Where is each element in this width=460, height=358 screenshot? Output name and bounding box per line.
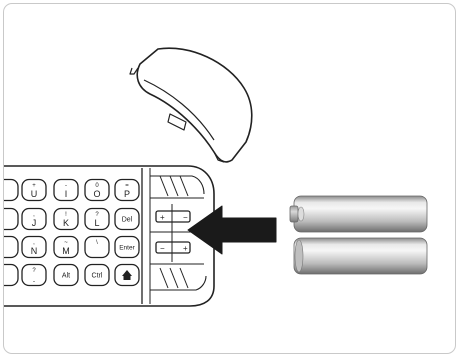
key-sub-label: ~ (64, 240, 68, 246)
battery-icon (289, 195, 428, 233)
insert-arrow-icon (187, 205, 277, 255)
keyboard-key[interactable]: ?. (21, 263, 47, 287)
key-main-label: K (63, 218, 69, 228)
keyboard-key[interactable]: =P (114, 178, 140, 202)
keyboard-key[interactable]: Enter (114, 235, 140, 259)
key-main-label: O (93, 189, 100, 199)
keyboard-key-partial[interactable] (0, 263, 19, 287)
key-label: Ctrl (92, 273, 103, 280)
keyboard-key[interactable]: Ctrl (84, 263, 110, 287)
key-main-label: . (33, 274, 36, 284)
key-main-label: P (124, 189, 130, 199)
key-main-label: J (32, 218, 37, 228)
keyboard-key[interactable]: 0O (84, 178, 110, 202)
keyboard-key[interactable]: -I (53, 178, 79, 202)
keyboard-key[interactable]: ~M (53, 235, 79, 259)
battery-slots (150, 204, 204, 262)
slot-top-positive: + (160, 213, 165, 222)
keyboard-key-partial[interactable] (0, 178, 19, 202)
keyboard-key[interactable]: ,N (21, 235, 47, 259)
key-main-label: L (94, 218, 99, 228)
keyboard-key[interactable]: Alt (53, 263, 79, 287)
slot-bottom-negative: − (160, 244, 165, 253)
key-main-label: M (62, 246, 70, 256)
key-main-label: N (31, 246, 38, 256)
key-sub-label: \ (96, 240, 98, 246)
home-icon (122, 270, 132, 280)
key-main-label: I (65, 189, 68, 199)
key-label: Del (122, 217, 133, 224)
key-sub-label: = (125, 183, 129, 189)
key-main-label: U (31, 189, 38, 199)
slot-bottom-positive: + (183, 244, 188, 253)
key-sub-label: ? (32, 268, 36, 274)
key-sub-label: - (65, 183, 67, 189)
keyboard-key[interactable]: !K (53, 207, 79, 231)
keyboard-key[interactable]: ,J (21, 207, 47, 231)
battery-icon (293, 237, 428, 275)
key-sub-label: + (32, 183, 36, 189)
key-sub-label: , (33, 240, 35, 246)
key-sub-label: ! (65, 212, 67, 218)
slot-top-negative: − (183, 213, 188, 222)
key-label: Enter (119, 245, 135, 252)
keyboard-key[interactable]: Del (114, 207, 140, 231)
key-sub-label: ? (95, 212, 99, 218)
key-label: Alt (62, 273, 70, 280)
keyboard-key-partial[interactable] (0, 207, 19, 231)
key-sub-label: 0 (95, 183, 99, 189)
battery-cover-icon (129, 47, 253, 163)
keyboard-key[interactable]: ?L (84, 207, 110, 231)
keyboard-key[interactable]: \ (84, 235, 110, 259)
keyboard-key[interactable]: +U (21, 178, 47, 202)
keyboard-key-partial[interactable] (0, 235, 19, 259)
key-sub-label: , (33, 212, 35, 218)
keyboard-key[interactable] (114, 263, 140, 287)
